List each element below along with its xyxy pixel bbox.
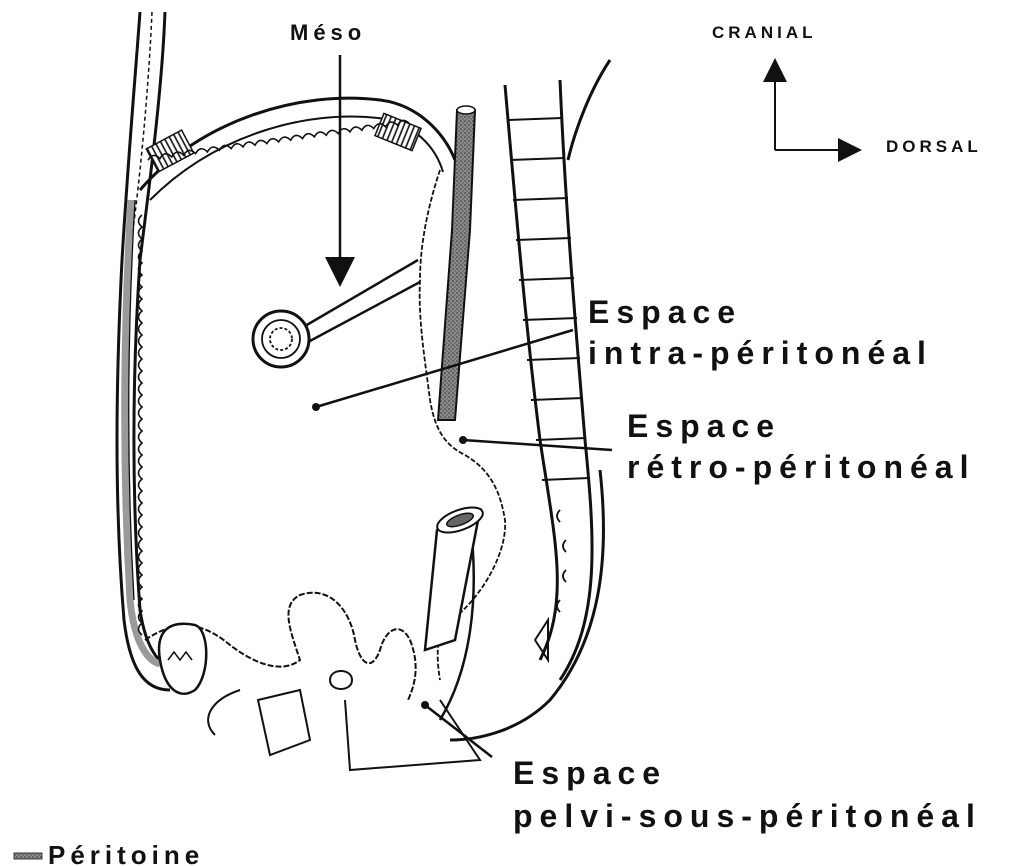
label-intra-line2: intra-péritonéal [588, 335, 933, 371]
vertebral-column [505, 80, 592, 680]
legend-label: Péritoine [48, 840, 204, 866]
label-pelvi-line2: pelvi-sous-péritonéal [513, 798, 982, 834]
peritoneum-swatch-icon [14, 853, 42, 859]
label-meso: Méso [290, 20, 366, 45]
label-pelvi-line1: Espace [513, 755, 667, 791]
label-dorsal: DORSAL [886, 137, 982, 156]
legend: Péritoine [14, 840, 204, 866]
label-retro-line2: rétro-péritonéal [627, 449, 975, 485]
rectum [425, 502, 486, 650]
intestine-on-mesentery [253, 260, 420, 367]
label-retro-line1: Espace [627, 408, 781, 444]
arrow-axes-icon [775, 62, 858, 150]
anterior-abdominal-wall [117, 12, 185, 690]
diaphragm-roof [140, 98, 455, 200]
label-cranial: CRANIAL [712, 23, 817, 42]
aorta [438, 106, 475, 420]
label-intra-line1: Espace [588, 294, 742, 330]
